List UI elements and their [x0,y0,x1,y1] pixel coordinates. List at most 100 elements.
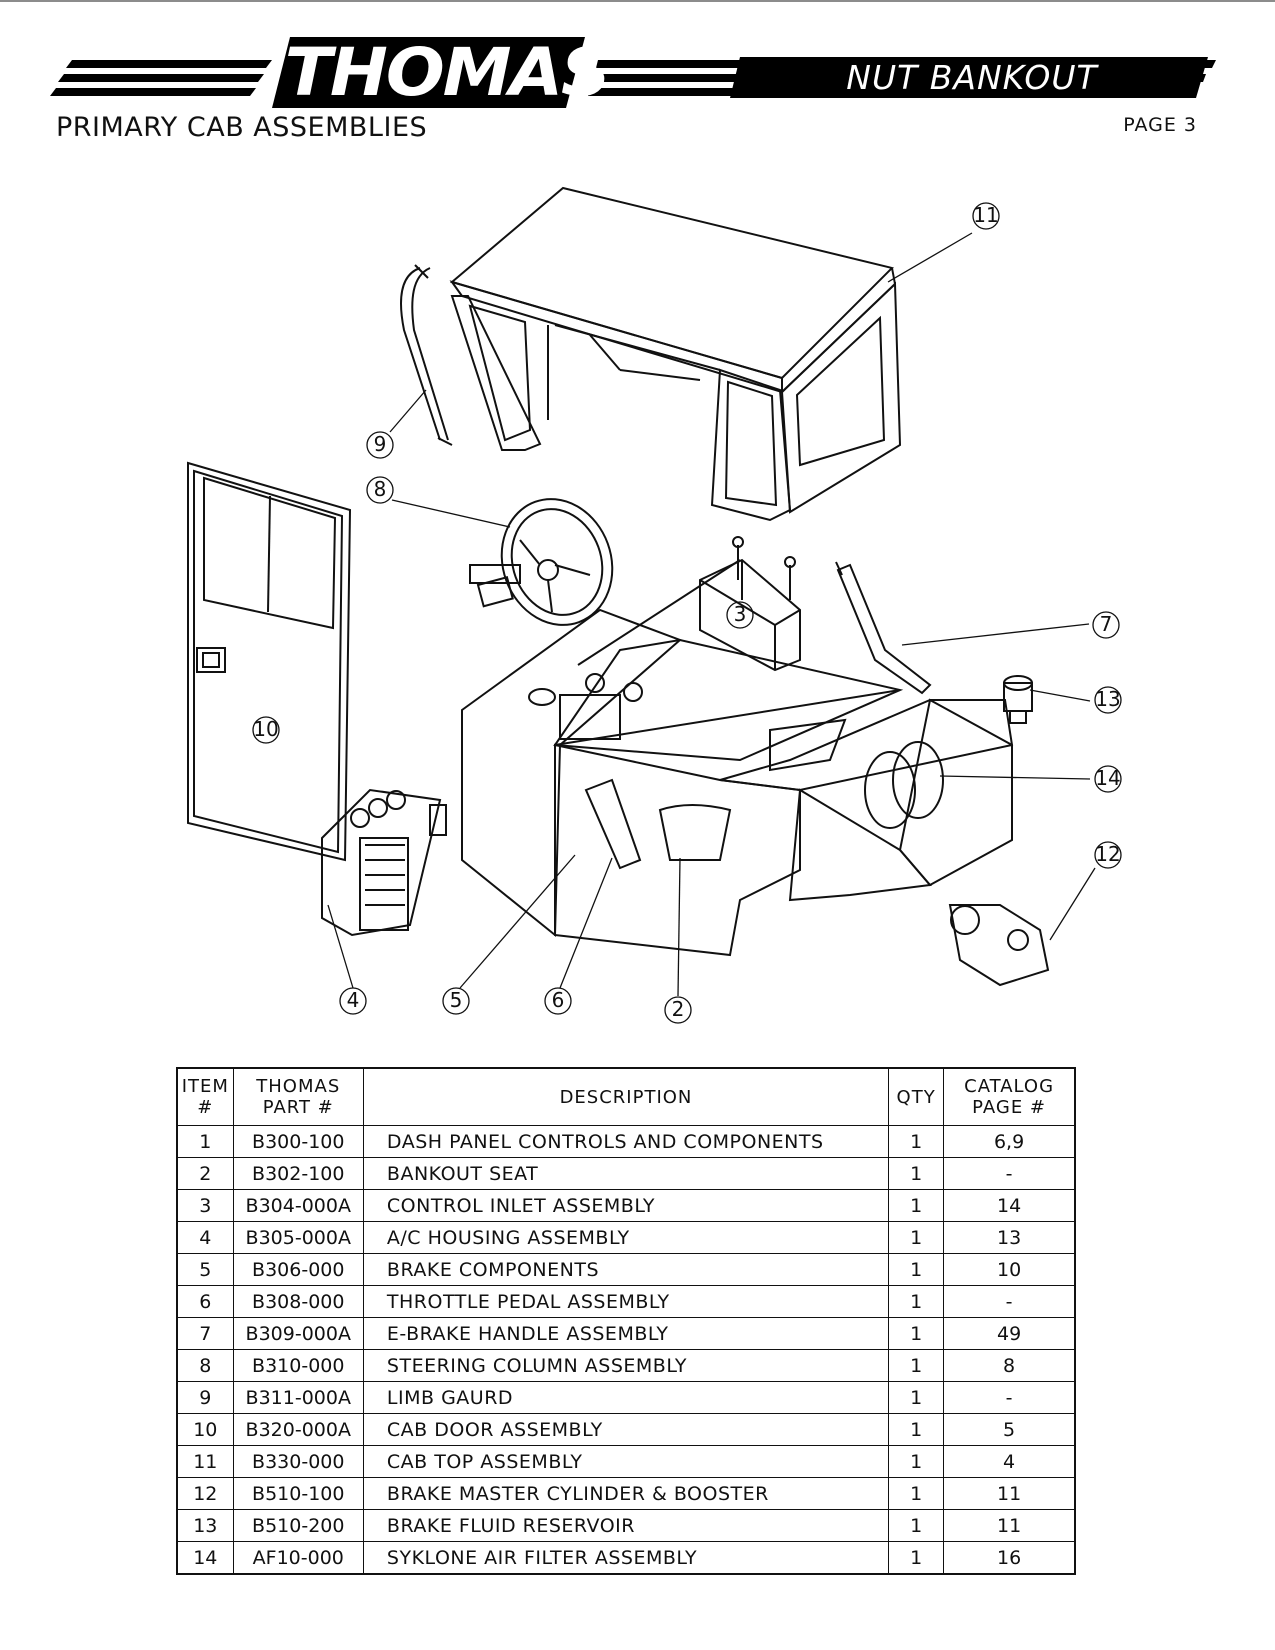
header-item: ITEM# [176,1067,234,1126]
cell-qty: 1 [888,1317,945,1350]
ac-housing-drawing [321,788,447,937]
brand-logo-text: THOMAS [284,34,611,111]
cell-catalog-page: 14 [943,1189,1076,1222]
callout-2: 2 [672,997,685,1021]
cell-qty: 1 [888,1221,945,1254]
callout-10: 10 [253,717,278,741]
cell-item: 5 [176,1253,234,1286]
cell-item: 3 [176,1189,234,1222]
cell-description: BRAKE MASTER CYLINDER & BOOSTER [362,1477,890,1510]
cell-item: 1 [176,1125,234,1158]
cell-item: 12 [176,1477,234,1510]
cell-description: DASH PANEL CONTROLS AND COMPONENTS [362,1125,890,1158]
callout-7: 7 [1100,612,1113,636]
callout-4: 4 [347,988,360,1012]
cell-part: B510-200 [232,1509,364,1542]
page-header: THOMAS NUT BANKOUT PRIMARY CAB ASSEMBLIE… [0,0,1275,150]
callout-9: 9 [374,432,387,456]
cell-part: B306-000 [232,1253,364,1286]
cell-description: CAB DOOR ASSEMBLY [362,1413,890,1446]
cell-qty: 1 [888,1509,945,1542]
callout-3: 3 [734,602,747,626]
page-number: PAGE 3 [1123,114,1197,136]
cell-part: B310-000 [232,1349,364,1382]
cell-item: 13 [176,1509,234,1542]
model-banner [730,57,1208,98]
cell-description: LIMB GAURD [362,1381,890,1414]
cell-item: 2 [176,1157,234,1190]
cell-qty: 1 [888,1285,945,1318]
cell-item: 4 [176,1221,234,1254]
callout-circles [252,202,1122,1024]
cell-qty: 1 [888,1541,945,1575]
callout-8: 8 [374,477,387,501]
cell-item: 8 [176,1349,234,1382]
cell-catalog-page: - [943,1157,1076,1190]
cell-description: STEERING COLUMN ASSEMBLY [362,1349,890,1382]
exploded-diagram: 11 9 8 10 3 7 13 14 12 4 5 6 2 [0,160,1275,1040]
cell-part: B330-000 [232,1445,364,1478]
model-name: NUT BANKOUT [846,58,1098,97]
callout-13: 13 [1095,687,1120,711]
callout-14: 14 [1095,766,1120,790]
cell-part: B304-000A [232,1189,364,1222]
cell-qty: 1 [888,1125,945,1158]
cell-part: AF10-000 [232,1541,364,1575]
cell-qty: 1 [888,1189,945,1222]
cell-part: B300-100 [232,1125,364,1158]
cab-door-drawing [187,461,352,862]
cell-item: 14 [176,1541,234,1575]
cell-description: THROTTLE PEDAL ASSEMBLY [362,1285,890,1318]
leader-lines [327,232,1096,997]
cell-description: A/C HOUSING ASSEMBLY [362,1221,890,1254]
callout-5: 5 [450,988,463,1012]
cell-description: BANKOUT SEAT [362,1157,890,1190]
cell-part: B320-000A [232,1413,364,1446]
callout-11: 11 [973,203,998,227]
cell-item: 9 [176,1381,234,1414]
callout-6: 6 [552,988,565,1012]
cell-qty: 1 [888,1413,945,1446]
callout-12: 12 [1095,842,1120,866]
cell-qty: 1 [888,1157,945,1190]
master-cylinder-drawing [948,904,1050,987]
cell-qty: 1 [888,1253,945,1286]
cell-part: B305-000A [232,1221,364,1254]
cell-catalog-page: 6,9 [943,1125,1076,1158]
header-qty: QTY [888,1067,945,1126]
thomas-logo [272,37,585,108]
cell-catalog-page: 4 [943,1445,1076,1478]
cell-item: 6 [176,1285,234,1318]
steering-column-drawing [469,498,614,626]
cell-item: 7 [176,1317,234,1350]
cell-part: B308-000 [232,1285,364,1318]
cell-item: 11 [176,1445,234,1478]
cell-part: B309-000A [232,1317,364,1350]
cell-catalog-page: 16 [943,1541,1076,1575]
cell-qty: 1 [888,1349,945,1382]
cell-item: 10 [176,1413,234,1446]
cab-top-drawing [449,186,902,522]
cell-catalog-page: 11 [943,1509,1076,1542]
cell-part: B510-100 [232,1477,364,1510]
brake-reservoir-drawing [1003,675,1033,724]
limb-guard-drawing [400,264,453,446]
control-inlet-drawing [699,536,801,672]
cell-catalog-page: - [943,1285,1076,1318]
cell-catalog-page: - [943,1381,1076,1414]
cell-description: SYKLONE AIR FILTER ASSEMBLY [362,1541,890,1575]
